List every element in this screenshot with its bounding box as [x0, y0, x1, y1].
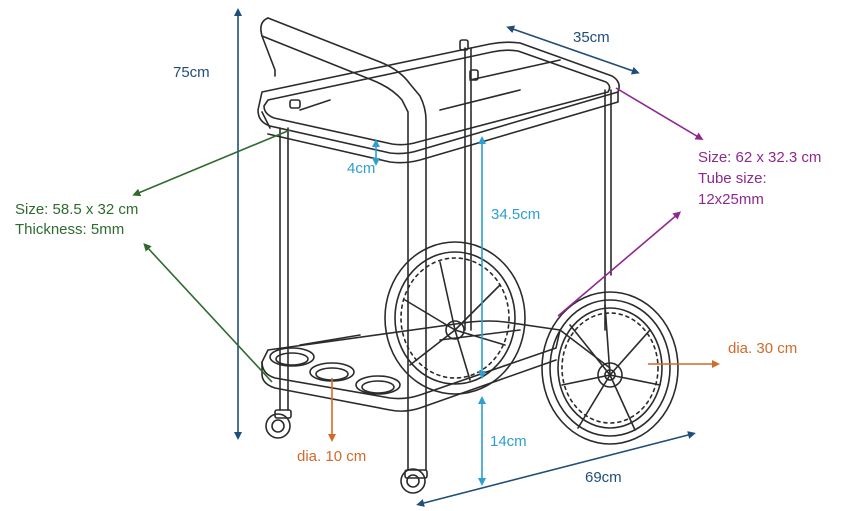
trolley-drawing	[257, 17, 679, 494]
dimension-lines-green	[132, 129, 291, 383]
height-total-label: 75cm	[173, 64, 210, 81]
rear-legs	[464, 47, 612, 331]
top-width-arrow	[506, 25, 640, 75]
top-tray-tube-label: Tube size:	[698, 170, 767, 187]
casters	[265, 409, 428, 494]
handle	[260, 17, 427, 471]
top-tray-leader-bottom	[557, 211, 682, 317]
rim-height-label: 4cm	[347, 160, 376, 177]
top-width-label: 35cm	[573, 29, 610, 46]
bottom-tray-size-label: Size: 58.5 x 32 cm	[15, 201, 139, 218]
dimension-lines-magenta	[557, 87, 704, 317]
dimension-lines-orange	[328, 360, 720, 442]
bottom-clearance-label: 14cm	[490, 433, 527, 450]
front-left-leg	[279, 127, 289, 411]
top-tray-size-label: Size: 62 x 32.3 cm	[698, 149, 822, 166]
dimension-lines-teal	[372, 136, 486, 486]
top-tray-tube-value: 12x25mm	[698, 191, 764, 208]
top-tray-leader-top	[615, 87, 704, 141]
bottom-tray	[261, 320, 561, 412]
bottle-hole-dia-label: dia. 10 cm	[297, 448, 367, 465]
bottom-tray-thickness-label: Thickness: 5mm	[15, 221, 125, 238]
dimension-lines-navy	[234, 8, 696, 507]
front-wheel	[541, 291, 679, 445]
bottom-tray-leader-bottom	[143, 243, 273, 383]
wheel-dia-label: dia. 30 cm	[728, 340, 798, 357]
bottom-tray-leader-top	[132, 129, 291, 197]
back-wheel	[384, 241, 526, 395]
shelf-gap-label: 34.5cm	[491, 206, 541, 223]
length-total-label: 69cm	[585, 469, 622, 486]
length-arrow	[416, 431, 696, 507]
top-tray	[257, 39, 620, 164]
